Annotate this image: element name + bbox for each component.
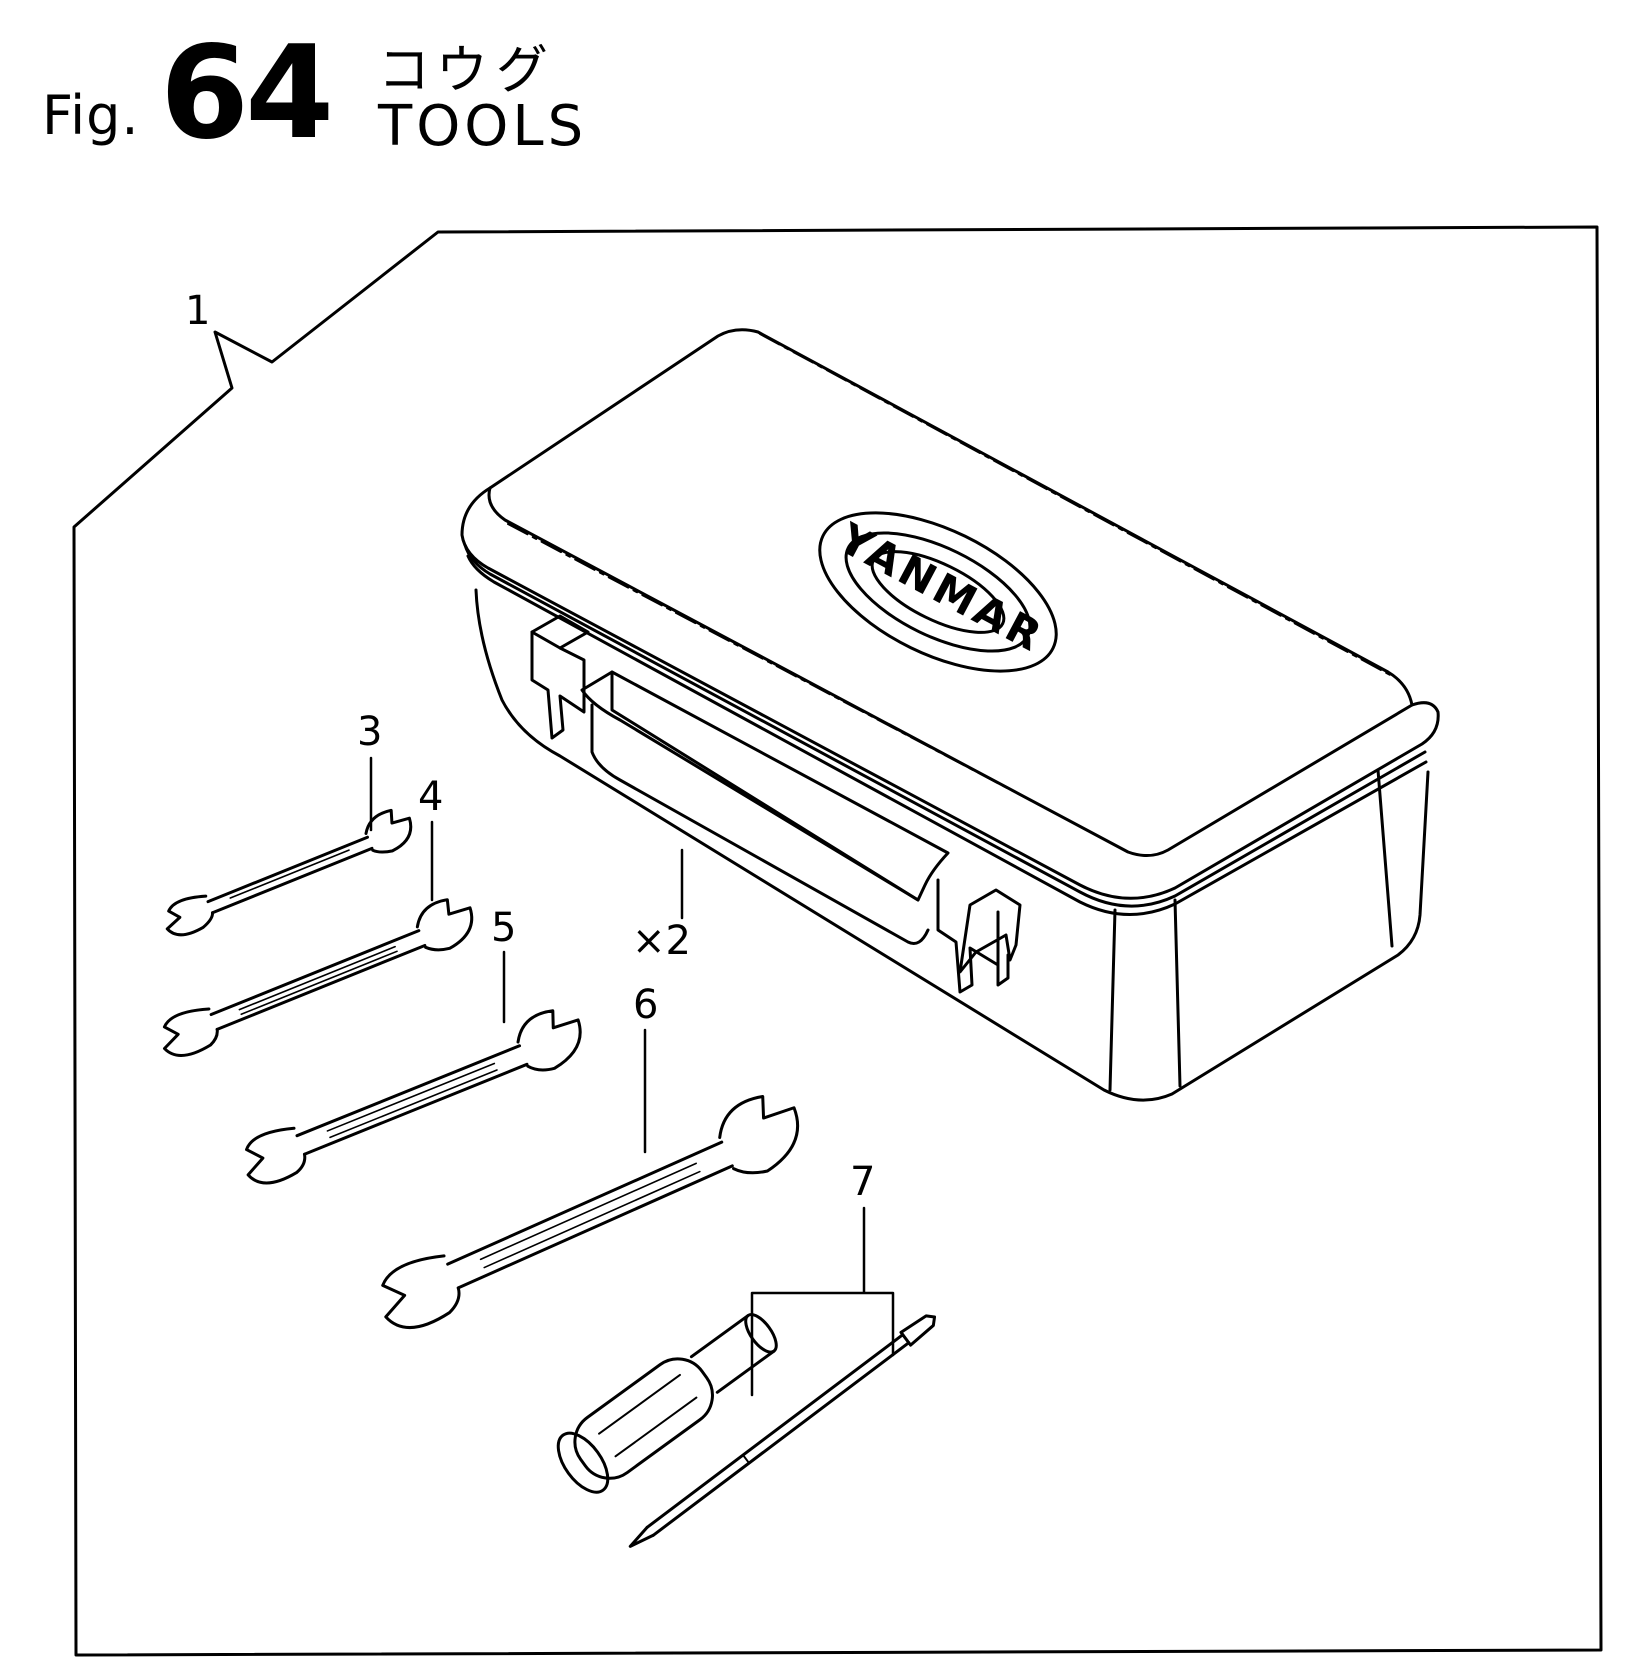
callout-1: 1 (185, 288, 210, 334)
callout-3: 3 (357, 709, 382, 755)
figure-header: Fig. 64 コウグ TOOLS (0, 0, 700, 180)
tool-box-handle (580, 670, 950, 902)
figure-title-english: TOOLS (378, 94, 588, 159)
diagram-frame (72, 225, 1603, 1657)
callout-7: 7 (850, 1159, 875, 1205)
tool-box-latch-left (530, 630, 586, 740)
callout-2: ×2 (632, 918, 691, 964)
figure-title-japanese: コウグ (378, 41, 556, 101)
wrench-5 (245, 1009, 582, 1185)
wrench-6 (381, 1094, 800, 1330)
screwdriver-shaft (628, 1314, 937, 1548)
wrench-4 (162, 898, 474, 1057)
wrench-3 (165, 808, 413, 937)
tool-box-latch-right (936, 878, 1000, 994)
tool-box: YANMAR (460, 328, 1440, 1102)
figure-prefix: Fig. (42, 84, 140, 147)
callout-5: 5 (491, 905, 516, 951)
screwdriver-handle (556, 1313, 778, 1494)
callout-6: 6 (633, 982, 658, 1028)
callout-4: 4 (418, 774, 443, 820)
figure-number: 64 (160, 19, 334, 168)
leader-lines (369, 756, 895, 1397)
yanmar-logo-ring (818, 511, 1058, 673)
tool-box-body (474, 588, 1430, 1102)
leader-7-bracket (750, 1206, 895, 1397)
